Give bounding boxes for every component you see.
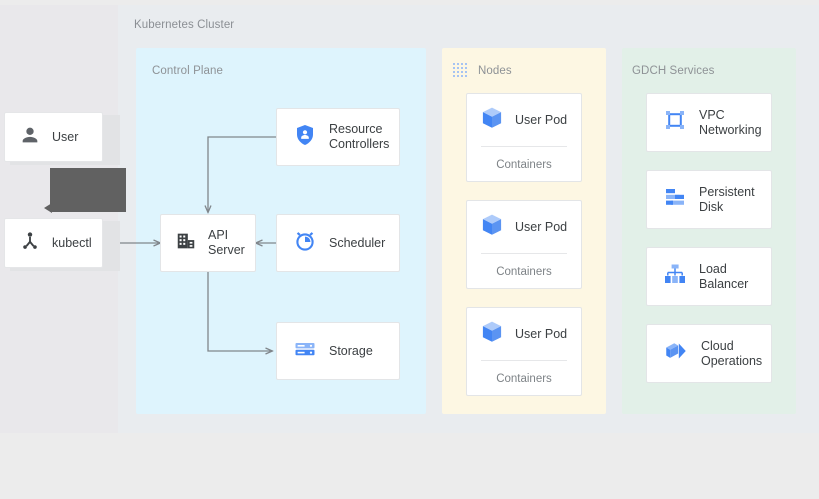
node-card-scheduler[interactable]: Scheduler (276, 214, 400, 272)
pod-divider-3 (481, 360, 567, 361)
actor-label-kubectl: kubectl (52, 235, 92, 250)
pod-divider-2 (481, 253, 567, 254)
cube-icon (479, 105, 505, 136)
service-label-vpc-networking: VPC Networking (699, 107, 762, 137)
service-card-vpc-networking[interactable]: VPC Networking (646, 93, 772, 152)
node-label-scheduler: Scheduler (329, 235, 386, 250)
node-card-resource-controllers[interactable]: Resource Controllers (276, 108, 400, 166)
cloud-operations-icon (663, 338, 689, 369)
node-label-storage: Storage (329, 343, 373, 358)
pod-card-1[interactable]: User Pod Containers (466, 93, 582, 182)
load-balancer-icon (663, 262, 687, 291)
node-card-storage[interactable]: Storage (276, 322, 400, 380)
service-card-persistent-disk[interactable]: Persistent Disk (646, 170, 772, 229)
node-label-api-server: API Server (208, 228, 245, 257)
overlay-tooltip-pointer (44, 203, 52, 213)
pod-header-2: User Pod (467, 201, 581, 253)
pod-divider-1 (481, 146, 567, 147)
group-gdch-title: GDCH Services (632, 65, 715, 77)
dotted-grid-icon (452, 62, 468, 78)
service-card-load-balancer[interactable]: Load Balancer (646, 247, 772, 306)
cluster-title: Kubernetes Cluster (134, 19, 235, 31)
pod-label-2: User Pod (515, 219, 568, 234)
storage-icon (293, 337, 317, 366)
pod-label-3: User Pod (515, 326, 568, 341)
node-label-resource-controllers: Resource Controllers (329, 122, 390, 151)
persistent-disk-icon (663, 185, 687, 214)
cube-icon (479, 319, 505, 350)
person-icon (19, 124, 41, 151)
pod-card-3[interactable]: User Pod Containers (466, 307, 582, 396)
service-label-persistent-disk: Persistent Disk (699, 184, 755, 214)
service-label-cloud-operations: Cloud Operations (701, 338, 763, 368)
node-card-api-server[interactable]: API Server (160, 214, 256, 272)
pod-header-3: User Pod (467, 308, 581, 360)
overlay-tooltip-block (50, 168, 126, 212)
service-label-load-balancer: Load Balancer (699, 261, 749, 291)
alarm-clock-icon (293, 229, 317, 258)
actor-card-user[interactable]: User (4, 112, 103, 162)
shield-person-icon (293, 123, 317, 152)
kubectl-icon (19, 230, 41, 257)
actor-label-user: User (52, 129, 79, 144)
pod-label-1: User Pod (515, 112, 568, 127)
pod-sub-1: Containers (496, 159, 552, 171)
api-server-icon (175, 230, 197, 257)
actor-card-kubectl[interactable]: kubectl (4, 218, 103, 268)
cube-icon (479, 212, 505, 243)
group-control-plane-title: Control Plane (152, 65, 223, 77)
pod-header-1: User Pod (467, 94, 581, 146)
pod-card-2[interactable]: User Pod Containers (466, 200, 582, 289)
pod-sub-3: Containers (496, 373, 552, 385)
pod-sub-2: Containers (496, 266, 552, 278)
service-card-cloud-operations[interactable]: Cloud Operations (646, 324, 772, 383)
vpc-networking-icon (663, 108, 687, 137)
group-nodes-title: Nodes (478, 65, 512, 77)
